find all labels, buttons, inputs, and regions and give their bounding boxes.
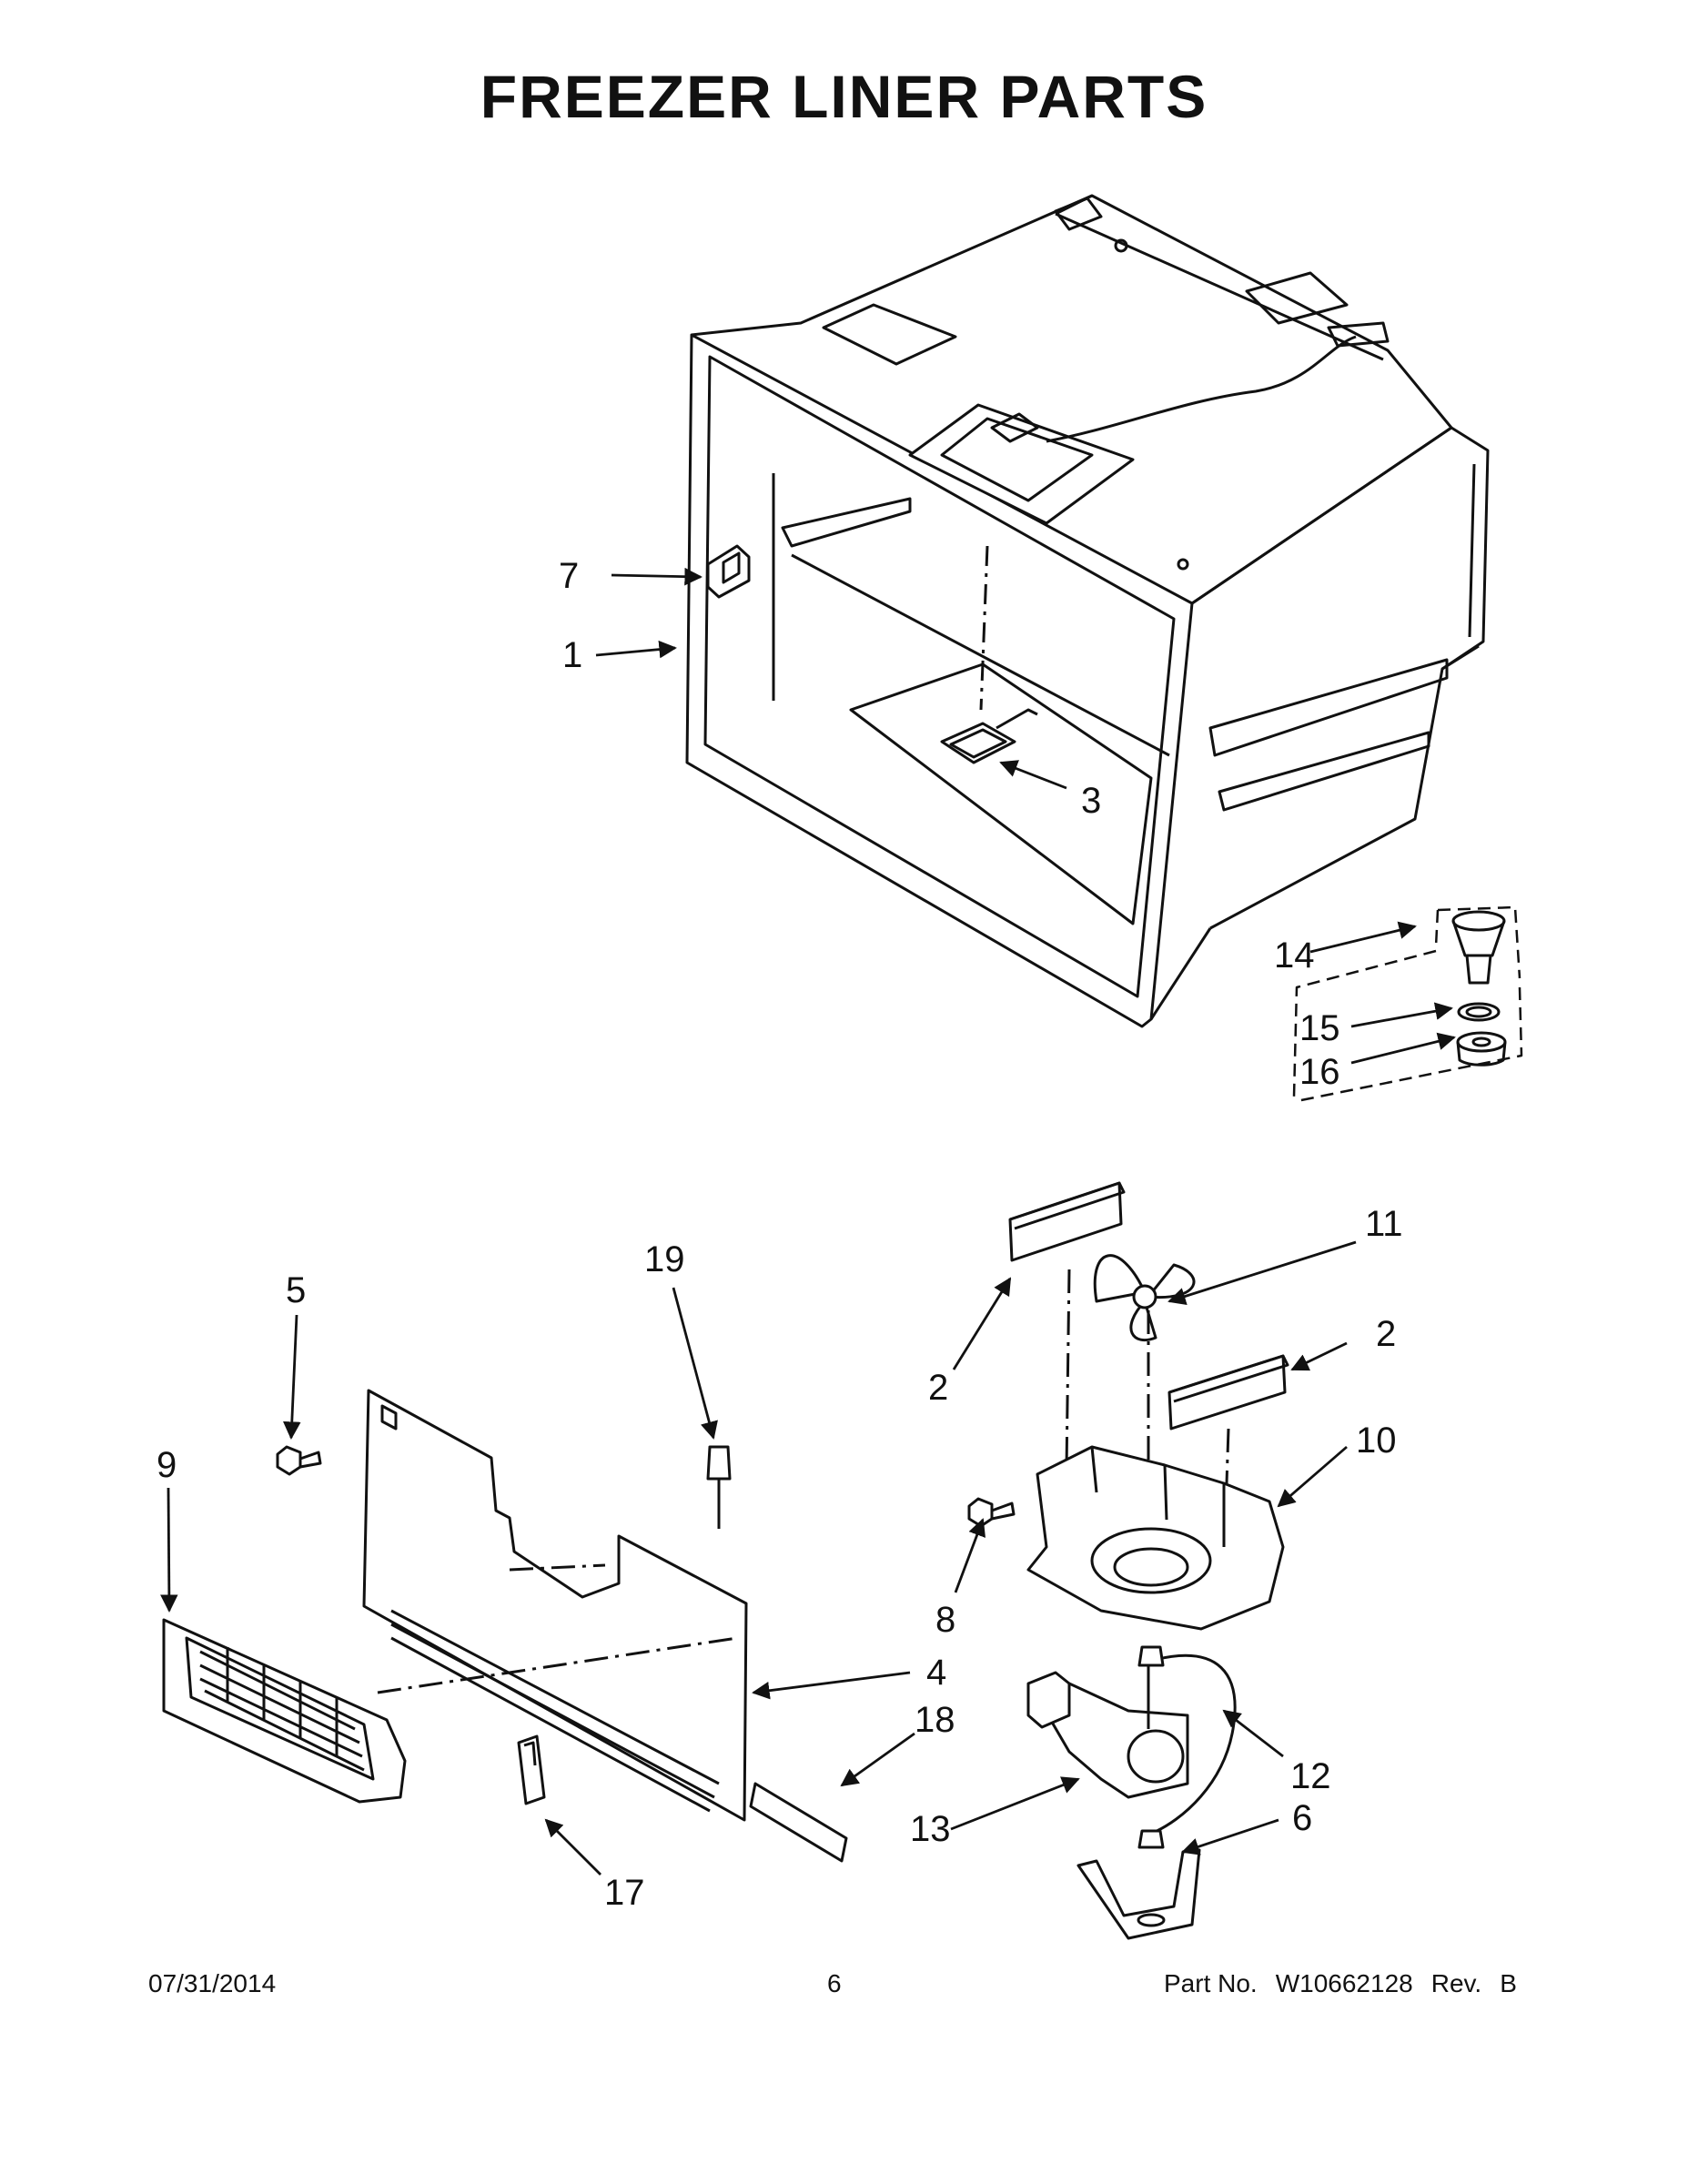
part-13-fan-motor: [1026, 1656, 1189, 1799]
part-17-clip: [517, 1734, 546, 1805]
part-7-switch: [706, 544, 751, 599]
page-title: FREEZER LINER PARTS: [480, 63, 1208, 130]
part-18-gasket: [749, 1782, 848, 1863]
drain-parts-14-15-16: [1292, 905, 1523, 1103]
callout-11: 11: [1365, 1204, 1403, 1244]
callout-5: 5: [286, 1270, 307, 1310]
callout-16: 16: [1299, 1052, 1340, 1092]
callout-3: 3: [1081, 781, 1102, 821]
footer-page-number: 6: [827, 1969, 842, 1997]
part-2-pad-lower: [1167, 1354, 1289, 1431]
footer-part-number: Part No. W10662128 Rev. B: [1164, 1969, 1517, 1998]
callout-2-right: 2: [1376, 1314, 1397, 1354]
part-3-sensor: [940, 708, 1038, 764]
callout-1: 1: [562, 635, 583, 675]
footer-date: 07/31/2014: [148, 1969, 277, 1997]
part-number-value: W10662128: [1275, 1969, 1413, 1997]
part-10-fan-shroud: [1026, 1445, 1285, 1631]
callout-10: 10: [1356, 1421, 1397, 1461]
part-19-thermistor: [706, 1445, 732, 1529]
part-12-wire-harness: [1137, 1645, 1237, 1849]
callout-7: 7: [559, 556, 580, 596]
callout-15: 15: [1299, 1008, 1340, 1048]
callout-9: 9: [157, 1445, 177, 1485]
callout-6: 6: [1292, 1798, 1313, 1838]
part-6-bracket: [1076, 1848, 1201, 1940]
callout-18: 18: [915, 1700, 955, 1740]
callout-19: 19: [644, 1239, 685, 1279]
revision-label: Rev.: [1430, 1969, 1482, 1997]
part-number-label: Part No.: [1164, 1969, 1258, 1997]
callout-4: 4: [926, 1653, 947, 1693]
callout-8: 8: [935, 1600, 956, 1640]
part-2-pad-upper: [1008, 1181, 1126, 1262]
freezer-liner: [685, 194, 1490, 1028]
part-9-grille: [162, 1618, 738, 1804]
part-5-screw: [276, 1445, 322, 1476]
callout-13: 13: [910, 1809, 951, 1849]
callout-14: 14: [1274, 935, 1315, 976]
part-4-panel: [362, 1389, 748, 1822]
callout-17: 17: [604, 1873, 645, 1913]
callout-2-left: 2: [928, 1368, 949, 1408]
part-8-screw: [967, 1497, 1016, 1528]
leader-arrows: [160, 567, 1456, 1876]
callout-12: 12: [1290, 1756, 1331, 1796]
revision-value: B: [1500, 1969, 1517, 1997]
